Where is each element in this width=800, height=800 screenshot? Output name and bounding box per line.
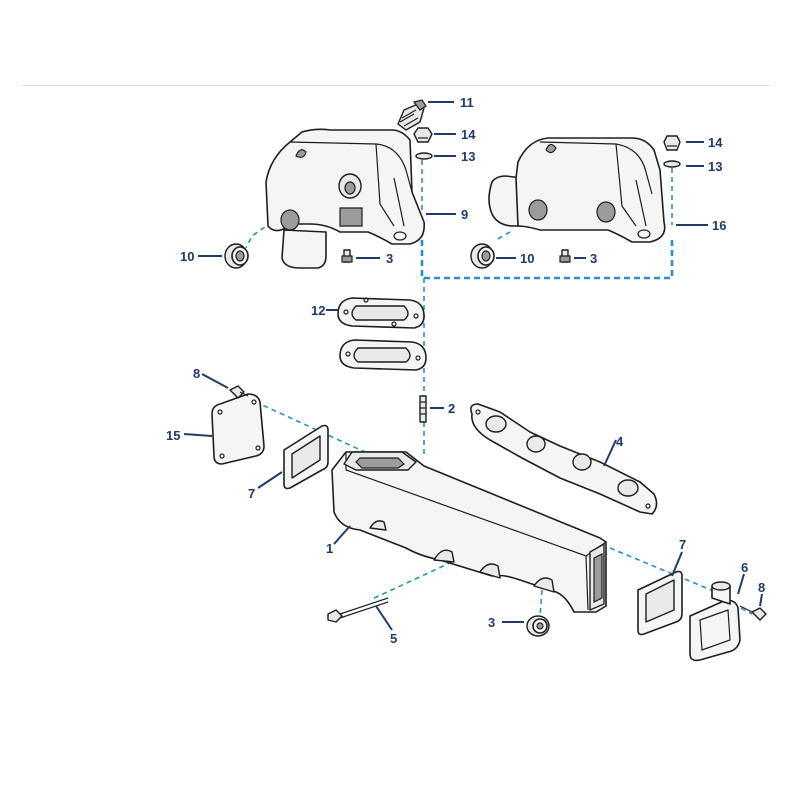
nut-part-14-right xyxy=(663,135,681,151)
riser-gasket-part-12-bottom xyxy=(339,339,427,371)
callout-14a: 14 xyxy=(461,127,476,142)
exhaust-gasket-part-4 xyxy=(470,403,658,515)
callout-1: 1 xyxy=(326,541,333,556)
exhaust-manifold-part-1 xyxy=(331,451,607,613)
washer-part-13-left xyxy=(415,152,433,160)
callout-4: 4 xyxy=(616,434,624,449)
bolt-part-3-right xyxy=(559,249,571,263)
left-exhaust-riser xyxy=(265,128,426,269)
water-elbow-part-6 xyxy=(689,581,741,662)
callout-6: 6 xyxy=(741,560,748,575)
washer-part-13-right xyxy=(663,160,681,168)
plug-part-3-bottom xyxy=(526,615,550,637)
callout-13b: 13 xyxy=(708,159,722,174)
callout-8a: 8 xyxy=(193,366,200,381)
callout-10a: 10 xyxy=(180,249,194,264)
callout-15: 15 xyxy=(166,428,180,443)
callout-12: 12 xyxy=(311,303,325,318)
callout-3c: 3 xyxy=(488,615,495,630)
callout-7b: 7 xyxy=(679,537,686,552)
top-divider xyxy=(22,85,770,86)
callout-2: 2 xyxy=(448,401,455,416)
plug-part-10-right xyxy=(470,243,495,269)
callout-8b: 8 xyxy=(758,580,765,595)
callout-16: 16 xyxy=(712,218,726,233)
callout-3a: 3 xyxy=(386,251,393,266)
callout-labels: 11 14 13 9 10 3 14 13 16 10 3 12 2 4 8 1… xyxy=(166,95,765,646)
callout-leaders xyxy=(183,101,763,631)
callout-11: 11 xyxy=(460,95,474,110)
riser-gasket-part-12-top xyxy=(337,297,425,329)
bolt-part-8-left xyxy=(229,385,249,399)
end-gasket-part-7-right xyxy=(637,570,683,636)
bolt-part-3-left xyxy=(341,249,353,263)
nut-part-14-left xyxy=(413,127,433,143)
bolt-part-8-right xyxy=(739,605,767,621)
right-exhaust-riser xyxy=(488,137,666,243)
long-bolt-part-5 xyxy=(327,597,389,623)
callout-5: 5 xyxy=(390,631,397,646)
callout-9: 9 xyxy=(461,207,468,222)
callout-13a: 13 xyxy=(461,149,475,164)
hose-fitting-part-11 xyxy=(397,99,427,131)
plug-part-10-left xyxy=(224,243,249,269)
end-gasket-part-7-left xyxy=(283,424,329,490)
guide-lines xyxy=(245,160,753,617)
callout-7a: 7 xyxy=(248,486,255,501)
end-cover-part-15 xyxy=(211,393,265,465)
callout-3b: 3 xyxy=(590,251,597,266)
stud-part-2 xyxy=(419,395,427,423)
callout-10b: 10 xyxy=(520,251,534,266)
callout-14b: 14 xyxy=(708,135,723,150)
